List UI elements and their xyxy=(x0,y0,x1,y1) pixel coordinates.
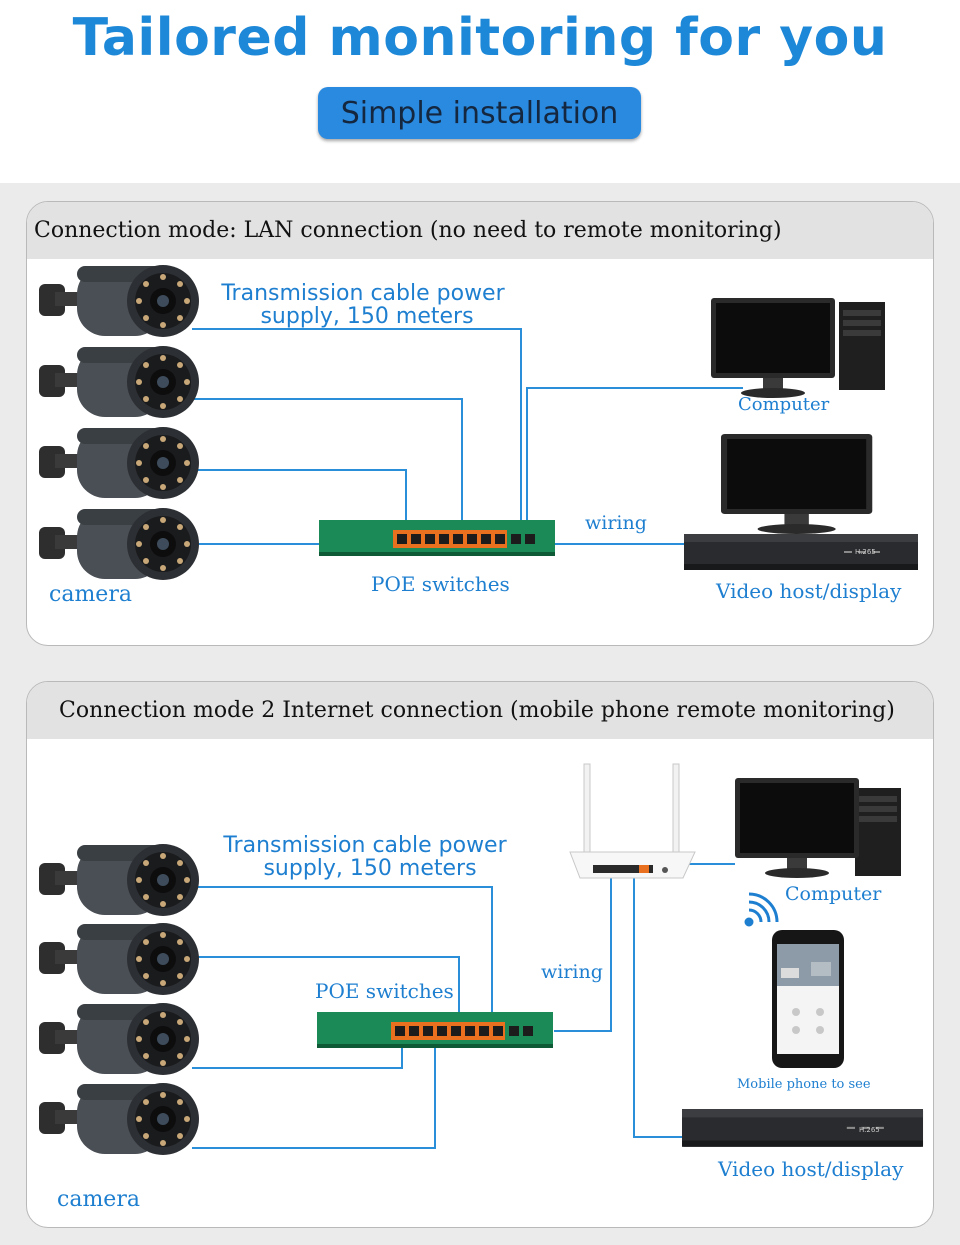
computer-monitor-icon xyxy=(711,298,835,398)
lan-connection-panel: Connection mode: LAN connection (no need… xyxy=(26,201,934,646)
camera-icon xyxy=(39,508,199,580)
camera-icon xyxy=(39,265,199,337)
panel2-heading: Connection mode 2 Internet connection (m… xyxy=(27,682,933,739)
cable-label-line2: supply, 150 meters xyxy=(263,856,476,881)
cable-label-line1: Transmission cable power xyxy=(220,281,505,306)
computer-monitor-icon xyxy=(735,778,859,878)
nvr-label: Video host/display xyxy=(717,1157,904,1181)
router-icon xyxy=(569,763,696,879)
nvr-badge: H.265 xyxy=(859,1126,880,1134)
panel1-heading: Connection mode: LAN connection (no need… xyxy=(27,202,933,259)
camera-label: camera xyxy=(57,1187,140,1212)
display-monitor-icon xyxy=(721,434,873,534)
camera-icon xyxy=(39,346,199,418)
page-title: Tailored monitoring for you xyxy=(72,8,888,68)
computer-label: Computer xyxy=(785,883,882,905)
lan-connection-diagram: H.265 Transmission cable power supply, 1… xyxy=(39,265,918,607)
computer-label: Computer xyxy=(738,394,830,415)
camera-label: camera xyxy=(49,582,132,607)
camera-icon xyxy=(39,1083,199,1155)
switch-label: POE switches xyxy=(371,572,510,596)
cable-lines-2 xyxy=(192,863,735,1149)
cable-label-line2: supply, 150 meters xyxy=(260,304,473,329)
wifi-icon xyxy=(744,892,779,927)
cable-lines xyxy=(192,328,743,545)
poe-switch-icon xyxy=(319,520,555,556)
nvr-icon xyxy=(684,534,918,570)
nvr-label: Video host/display xyxy=(715,579,902,603)
simple-installation-badge: Simple installation xyxy=(318,87,641,139)
nvr-icon xyxy=(682,1109,924,1147)
internet-connection-panel: Connection mode 2 Internet connection (m… xyxy=(26,681,934,1228)
panel2-heading-text: Connection mode 2 Internet connection (m… xyxy=(59,698,895,723)
phone-label: Mobile phone to see xyxy=(737,1077,871,1092)
poe-switch-icon xyxy=(317,1012,553,1048)
switch-label: POE switches xyxy=(315,979,454,1003)
pc-tower-icon xyxy=(839,302,885,390)
nvr-badge: H.265 xyxy=(855,548,876,556)
camera-icon xyxy=(39,923,199,995)
wiring-label: wiring xyxy=(541,961,603,983)
wiring-label: wiring xyxy=(585,512,647,534)
mobile-phone-icon xyxy=(772,930,844,1068)
panel1-heading-text: Connection mode: LAN connection (no need… xyxy=(34,218,782,243)
camera-icon xyxy=(39,1003,199,1075)
camera-icon xyxy=(39,427,199,499)
cable-label-line1: Transmission cable power xyxy=(222,833,507,858)
camera-icon xyxy=(39,844,199,916)
pc-tower-icon xyxy=(855,788,901,876)
internet-connection-diagram: H.265 Transmission cable power supply, 1… xyxy=(39,763,924,1212)
